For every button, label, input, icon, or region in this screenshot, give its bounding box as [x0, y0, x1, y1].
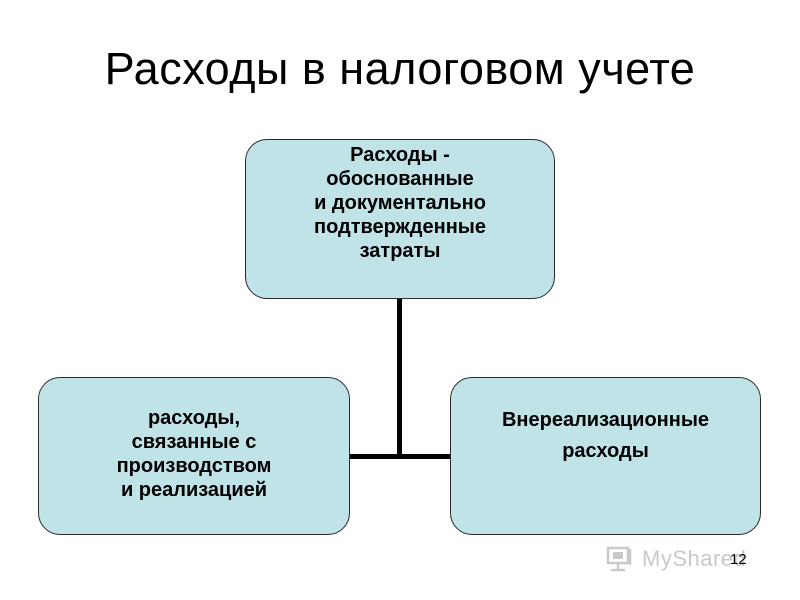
- page-number: 12: [730, 551, 747, 568]
- root-node-label: Расходы - обоснованные и документально п…: [314, 144, 486, 262]
- right-child-node: Внереализационные расходы: [450, 377, 761, 535]
- horizontal-connector: [350, 454, 450, 459]
- root-node: Расходы - обоснованные и документально п…: [245, 139, 555, 299]
- vertical-connector: [397, 299, 402, 459]
- right-child-node-label: Внереализационные расходы: [501, 409, 710, 462]
- watermark-text: MyShared: [642, 546, 747, 571]
- myshared-logo-icon: [606, 546, 632, 572]
- left-child-node: расходы, связанные с производством и реа…: [38, 377, 350, 535]
- left-child-node-label: расходы, связанные с производством и реа…: [116, 407, 272, 501]
- watermark: MyShared: [606, 539, 766, 579]
- slide-title: Расходы в налоговом учете: [104, 43, 696, 94]
